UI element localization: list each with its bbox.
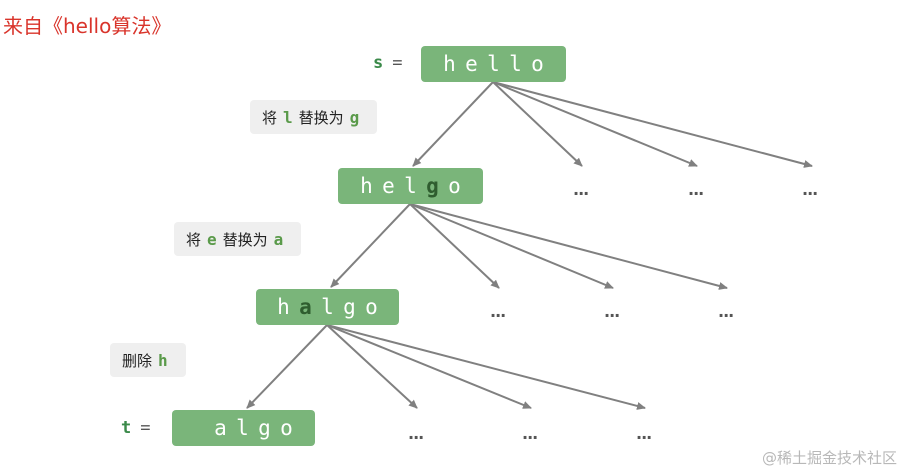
var-t-label: t=	[121, 418, 151, 438]
edge-arrow	[326, 324, 532, 409]
var-t: t	[121, 418, 132, 438]
step-2-to: a	[273, 229, 284, 249]
step-2-verb: 替换为	[222, 230, 268, 249]
var-s-label: s=	[373, 53, 403, 73]
step-label-2: 将 e 替换为 a	[174, 222, 302, 256]
ellipsis: ...	[490, 302, 506, 321]
char-cell: h	[360, 174, 373, 198]
step-1-from: l	[283, 107, 293, 127]
char-cell: l	[236, 416, 249, 440]
char-cell: a	[214, 416, 227, 440]
ellipsis: ...	[718, 302, 734, 321]
var-s: s	[373, 53, 384, 73]
char-cell: e	[465, 52, 478, 76]
char-cell: o	[531, 52, 544, 76]
step-2-action: 将	[186, 230, 202, 249]
step-1-action: 将	[262, 108, 278, 127]
step-1-verb: 替换为	[298, 108, 344, 127]
char-cell: g	[426, 174, 439, 198]
char-cell: l	[509, 52, 522, 76]
step-2-from: e	[207, 229, 217, 249]
edge-arrow	[409, 203, 614, 289]
char-cell: o	[448, 174, 461, 198]
char-cell: l	[321, 295, 334, 319]
char-cell: o	[280, 416, 293, 440]
char-cell: h	[443, 52, 456, 76]
edge-arrow	[492, 81, 583, 167]
step-3-from: h	[158, 350, 168, 370]
ellipsis: ...	[408, 424, 424, 443]
watermark: @稀土掘金技术社区	[761, 449, 897, 467]
char-cell: o	[365, 295, 378, 319]
char-cell: g	[258, 416, 271, 440]
edge-arrow	[492, 81, 698, 167]
char-cell: h	[277, 295, 290, 319]
char-cell: e	[382, 174, 395, 198]
edge-arrow	[326, 324, 418, 409]
char-cell: a	[299, 295, 312, 319]
step-1-to: g	[349, 107, 360, 127]
char-cell: l	[404, 174, 417, 198]
step-label-3: 删除 h	[110, 343, 186, 377]
equals-sign: =	[392, 53, 403, 73]
edge-arrow	[330, 203, 411, 288]
ellipsis: ...	[636, 424, 652, 443]
edge-arrow	[492, 81, 813, 168]
step-label-1: 将 l 替换为 g	[250, 100, 378, 134]
equals-sign: =	[140, 418, 151, 438]
source-caption: 来自《hello算法》	[3, 14, 172, 38]
ellipsis: ...	[522, 424, 538, 443]
char-cell: g	[343, 295, 356, 319]
edge-arrow	[246, 324, 328, 409]
edge-arrow	[409, 203, 728, 290]
ellipsis: ...	[802, 180, 818, 199]
char-cell: l	[487, 52, 500, 76]
ellipsis: ...	[573, 180, 589, 199]
edge-arrow	[412, 81, 494, 167]
step-3-action: 删除	[122, 351, 153, 370]
ellipsis: ...	[688, 180, 704, 199]
edge-arrow	[326, 324, 646, 410]
edge-arrow	[409, 203, 500, 289]
ellipsis: ...	[604, 302, 620, 321]
